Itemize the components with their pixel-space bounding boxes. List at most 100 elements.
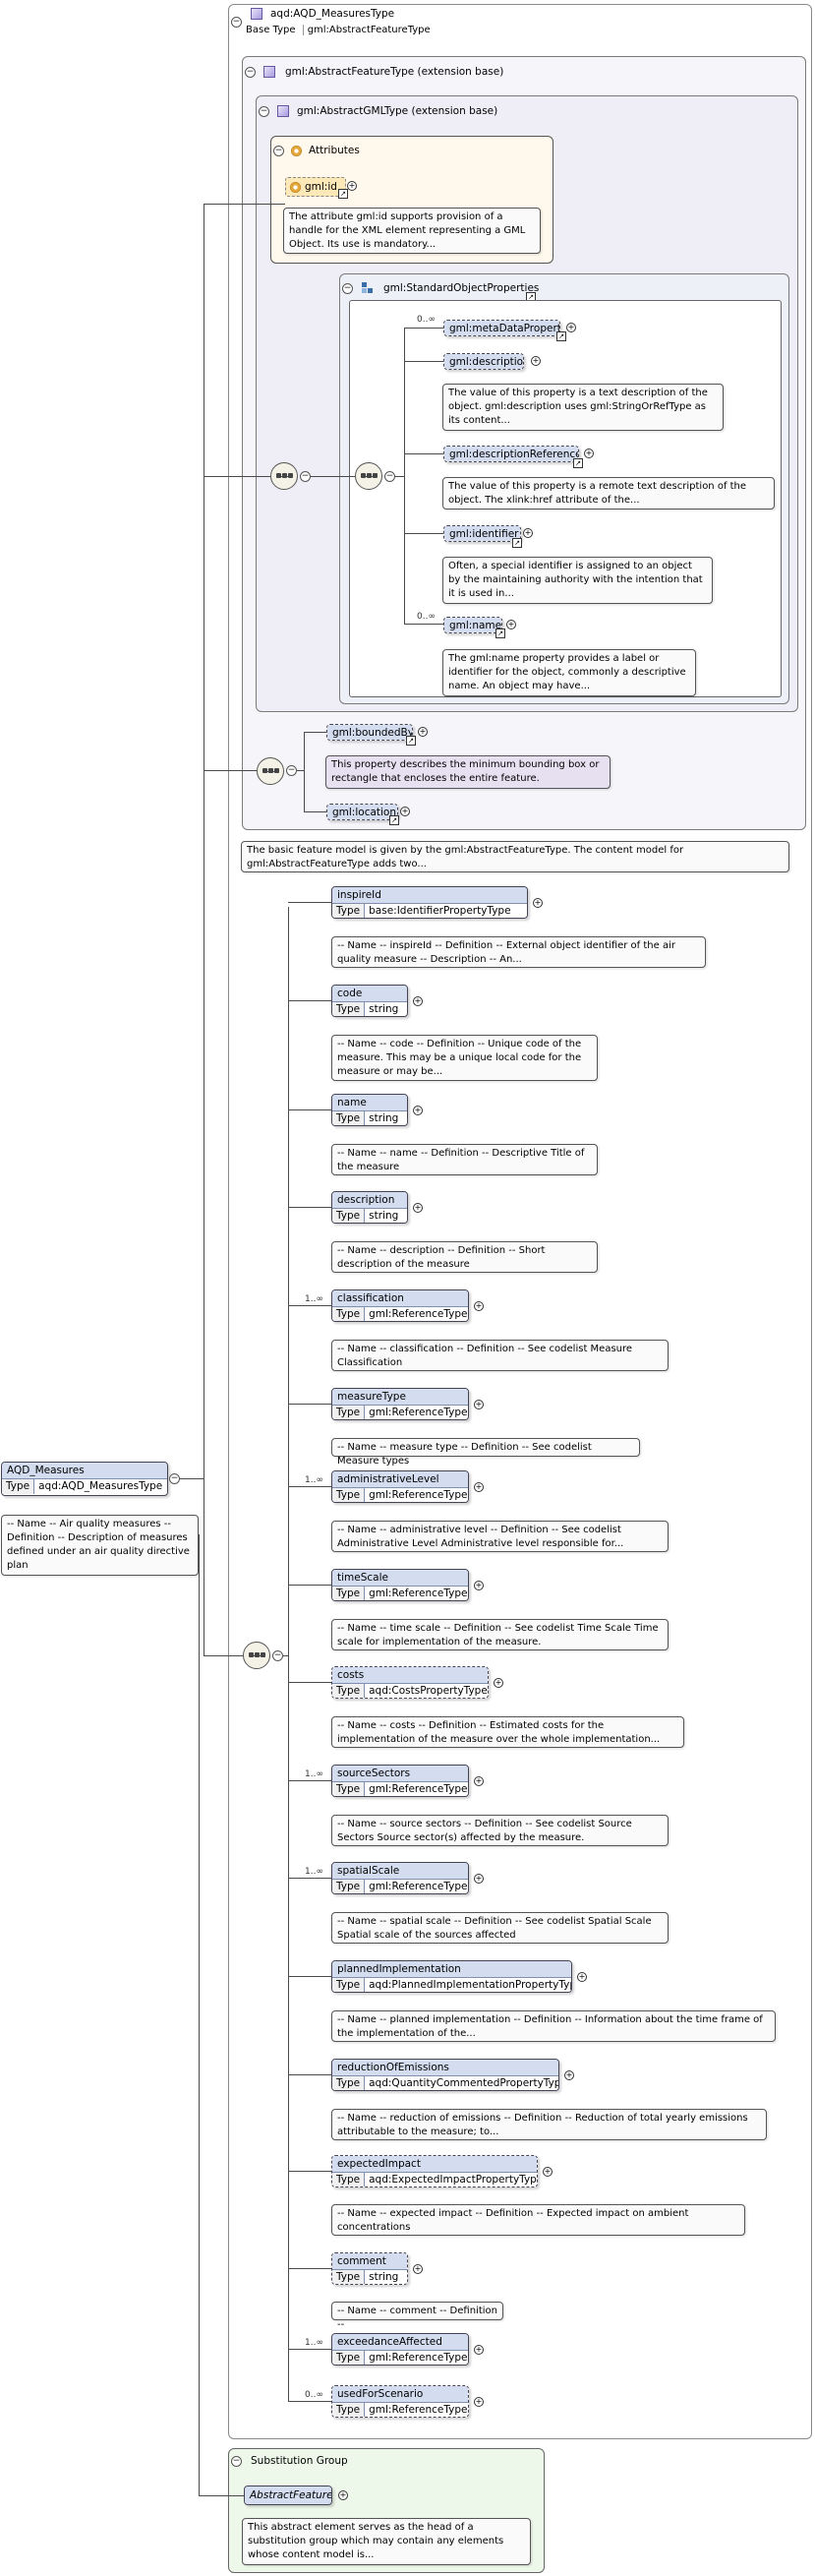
element-doc: -- Name -- name -- Definition -- Descrip…	[331, 1144, 598, 1175]
identifier-property-expand-icon[interactable]: +	[523, 528, 533, 538]
element-type: aqd:ExpectedImpactPropertyType	[369, 2174, 538, 2186]
location-jump-icon[interactable]: ↗	[389, 815, 399, 825]
element-name: timeScale	[332, 1570, 468, 1587]
element-expand-icon[interactable]: +	[474, 1301, 484, 1311]
root-element-type-label: Type	[2, 1479, 35, 1494]
element-expand-icon[interactable]: +	[474, 1400, 484, 1409]
element-expand-icon[interactable]: +	[533, 898, 543, 908]
collapse-toggle-main-seq[interactable]: −	[272, 1650, 283, 1661]
element-expand-icon[interactable]: +	[474, 1482, 484, 1492]
element-doc: -- Name -- spatial scale -- Definition -…	[331, 1912, 669, 1944]
description-reference-expand-icon[interactable]: +	[584, 449, 594, 458]
collapse-toggle-gml-ext[interactable]: −	[259, 106, 269, 117]
gml-id-expand-icon[interactable]: +	[347, 181, 357, 191]
feature-ext-icon	[263, 66, 275, 78]
gml-id-label: gml:id	[305, 181, 337, 193]
metadata-property-expand-icon[interactable]: +	[566, 323, 576, 332]
element-expand-icon[interactable]: +	[577, 1972, 587, 1982]
element-expand-icon[interactable]: +	[474, 1581, 484, 1590]
element-expand-icon[interactable]: +	[474, 2345, 484, 2355]
name-property-jump-icon[interactable]: ↗	[495, 629, 505, 638]
abstract-feature-element[interactable]: AbstractFeature	[244, 2486, 332, 2505]
element-name: name	[332, 1095, 407, 1111]
metadata-property-element[interactable]: gml:metaDataProperty	[443, 320, 560, 336]
name-property-element[interactable]: gml:name	[443, 617, 502, 633]
description-reference-element[interactable]: gml:descriptionReference	[443, 446, 579, 462]
element-type-label: Type	[332, 1307, 366, 1321]
collapse-toggle-substitution[interactable]: −	[231, 2456, 242, 2467]
collapse-toggle-feature-ext[interactable]: −	[245, 67, 256, 78]
element-type: gml:ReferenceType	[369, 2352, 468, 2364]
element-expand-icon[interactable]: +	[474, 2397, 484, 2407]
gml-id-doc: The attribute gml:id supports provision …	[283, 208, 541, 254]
collapse-toggle-standard-props[interactable]: −	[342, 283, 353, 294]
element-expand-icon[interactable]: +	[413, 1203, 423, 1213]
identifier-property-element[interactable]: gml:identifier	[443, 525, 521, 542]
element-name: reductionOfEmissions	[332, 2060, 558, 2076]
gml-id-jump-icon[interactable]: ↗	[338, 189, 348, 199]
collapse-toggle-gml-seq[interactable]: −	[300, 471, 311, 482]
element-expand-icon[interactable]: +	[413, 2264, 423, 2274]
complex-type-icon	[251, 8, 262, 20]
element-name: administrativeLevel	[332, 1471, 468, 1488]
location-expand-icon[interactable]: +	[400, 807, 410, 816]
root-element-name: AQD_Measures	[2, 1463, 167, 1479]
abstract-feature-expand-icon[interactable]: +	[338, 2490, 348, 2500]
collapse-toggle-root-type[interactable]: −	[231, 17, 242, 28]
feature-type-doc: The basic feature model is given by the …	[241, 841, 789, 872]
metadata-property-jump-icon[interactable]: ↗	[556, 331, 566, 341]
element-type-label: Type	[332, 1587, 366, 1600]
element-expand-icon[interactable]: +	[413, 1106, 423, 1115]
element-doc: -- Name -- time scale -- Definition -- S…	[331, 1619, 669, 1650]
name-property-name: gml:name	[444, 618, 501, 632]
description-property-expand-icon[interactable]: +	[531, 356, 541, 366]
element-name: comment	[332, 2253, 407, 2270]
element-expand-icon[interactable]: +	[564, 2070, 574, 2080]
location-element[interactable]: gml:location	[326, 804, 398, 820]
gml-id-attribute[interactable]: gml:id	[285, 177, 346, 197]
element-type: aqd:CostsPropertyType	[369, 1685, 488, 1697]
element-type-label: Type	[332, 2076, 366, 2090]
collapse-toggle-attributes[interactable]: −	[273, 146, 284, 156]
description-property-element[interactable]: gml:description	[443, 353, 524, 370]
element-card: 1..∞	[305, 1769, 323, 1779]
element-doc: -- Name -- planned implementation -- Def…	[331, 2010, 776, 2042]
description-reference-jump-icon[interactable]: ↗	[573, 458, 583, 468]
element-expand-icon[interactable]: +	[543, 2167, 553, 2177]
name-property-expand-icon[interactable]: +	[506, 620, 516, 629]
element-expand-icon[interactable]: +	[474, 1776, 484, 1786]
collapse-toggle-standard-seq[interactable]: −	[384, 471, 395, 482]
identifier-property-jump-icon[interactable]: ↗	[512, 538, 522, 548]
element-expand-icon[interactable]: +	[474, 1874, 484, 1884]
bounded-by-element[interactable]: gml:boundedBy	[326, 724, 413, 741]
bounded-by-jump-icon[interactable]: ↗	[406, 736, 416, 746]
feature-ext-title: gml:AbstractFeatureType (extension base)	[285, 66, 504, 78]
element-type: string	[369, 1112, 399, 1124]
complex-type-panel	[228, 4, 812, 2439]
collapse-toggle-root-element[interactable]: −	[169, 1473, 180, 1484]
bounded-by-expand-icon[interactable]: +	[418, 727, 428, 737]
collapse-toggle-feature-seq[interactable]: −	[286, 765, 297, 776]
element-expand-icon[interactable]: +	[494, 1678, 503, 1688]
group-icon	[362, 282, 374, 294]
element-expand-icon[interactable]: +	[413, 996, 423, 1006]
element-card: 1..∞	[305, 2338, 323, 2348]
